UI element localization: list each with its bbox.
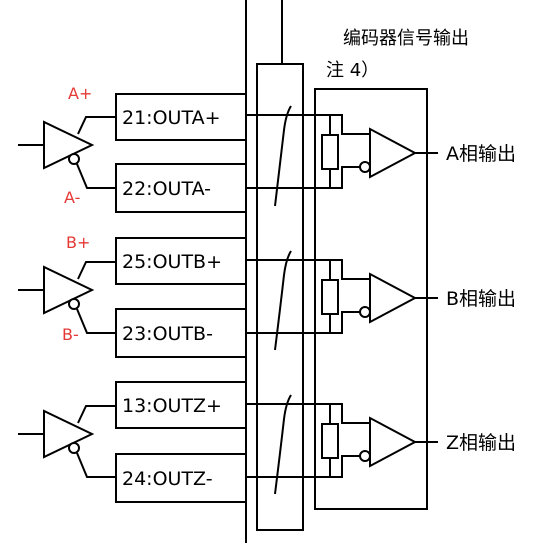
wire-a-plus [77, 116, 116, 135]
output-label-z: Z相输出 [446, 432, 516, 454]
output-label-a: A相输出 [446, 143, 516, 165]
receiver-bubble-z-icon [359, 450, 371, 462]
receiver-z-icon [369, 416, 418, 468]
header-note: 注 4） [326, 60, 379, 81]
twisted-pair-b-icon [274, 250, 292, 351]
receiver-bubble-b-icon [359, 306, 371, 318]
label-a-plus: A+ [68, 84, 92, 103]
wire-b-minus [76, 308, 116, 334]
pin-box-21 [115, 93, 247, 141]
rx-b-minus-wire [330, 311, 360, 334]
rx-a-plus-wire [330, 114, 370, 135]
driver-a-icon [43, 120, 95, 170]
pin-label-22: 22:OUTA- [122, 178, 211, 200]
wire-z-minus [76, 452, 116, 478]
rx-b-plus-wire [330, 259, 370, 280]
pin-label-23: 23:OUTB- [122, 323, 213, 345]
output-label-b: B相输出 [446, 288, 516, 310]
receiver-b-icon [369, 272, 418, 324]
label-b-minus: B- [62, 325, 79, 344]
termination-resistor-z-icon [321, 423, 339, 459]
pin-label-21: 21:OUTA+ [122, 107, 221, 129]
inverter-bubble-b-icon [68, 298, 80, 310]
cable-bundle [256, 63, 304, 531]
channel-a: A+ A- 21:OUTA+ 22:OUTA- A相输出 [18, 84, 516, 213]
channel-z: 13:OUTZ+ 24:OUTZ- Z相输出 [18, 381, 516, 503]
termination-resistor-b-icon [321, 279, 339, 315]
wire-z-plus [77, 405, 116, 424]
rx-a-minus-wire [330, 166, 360, 189]
wire-b-plus [77, 261, 116, 280]
twisted-pair-z-icon [274, 394, 292, 495]
termination-resistor-a-icon [321, 134, 339, 170]
rx-z-plus-wire [330, 403, 370, 424]
driver-b-icon [43, 265, 95, 315]
header-title: 编码器信号输出 [343, 28, 469, 49]
channel-b: B+ B- 25:OUTB+ 23:OUTB- B相输出 [18, 233, 516, 358]
pin-label-13: 13:OUTZ+ [122, 395, 222, 417]
inverter-bubble-a-icon [68, 153, 80, 165]
driver-z-icon [43, 409, 95, 459]
receiver-a-icon [369, 127, 418, 179]
receiver-bubble-a-icon [359, 161, 371, 173]
label-a-minus: A- [64, 188, 80, 207]
pin-label-25: 25:OUTB+ [122, 251, 222, 273]
inverter-bubble-z-icon [68, 442, 80, 454]
label-b-plus: B+ [66, 233, 90, 252]
pin-label-24: 24:OUTZ- [122, 468, 213, 490]
wire-a-minus [76, 163, 116, 189]
twisted-pair-a-icon [274, 105, 292, 207]
rx-z-minus-wire [330, 455, 360, 478]
